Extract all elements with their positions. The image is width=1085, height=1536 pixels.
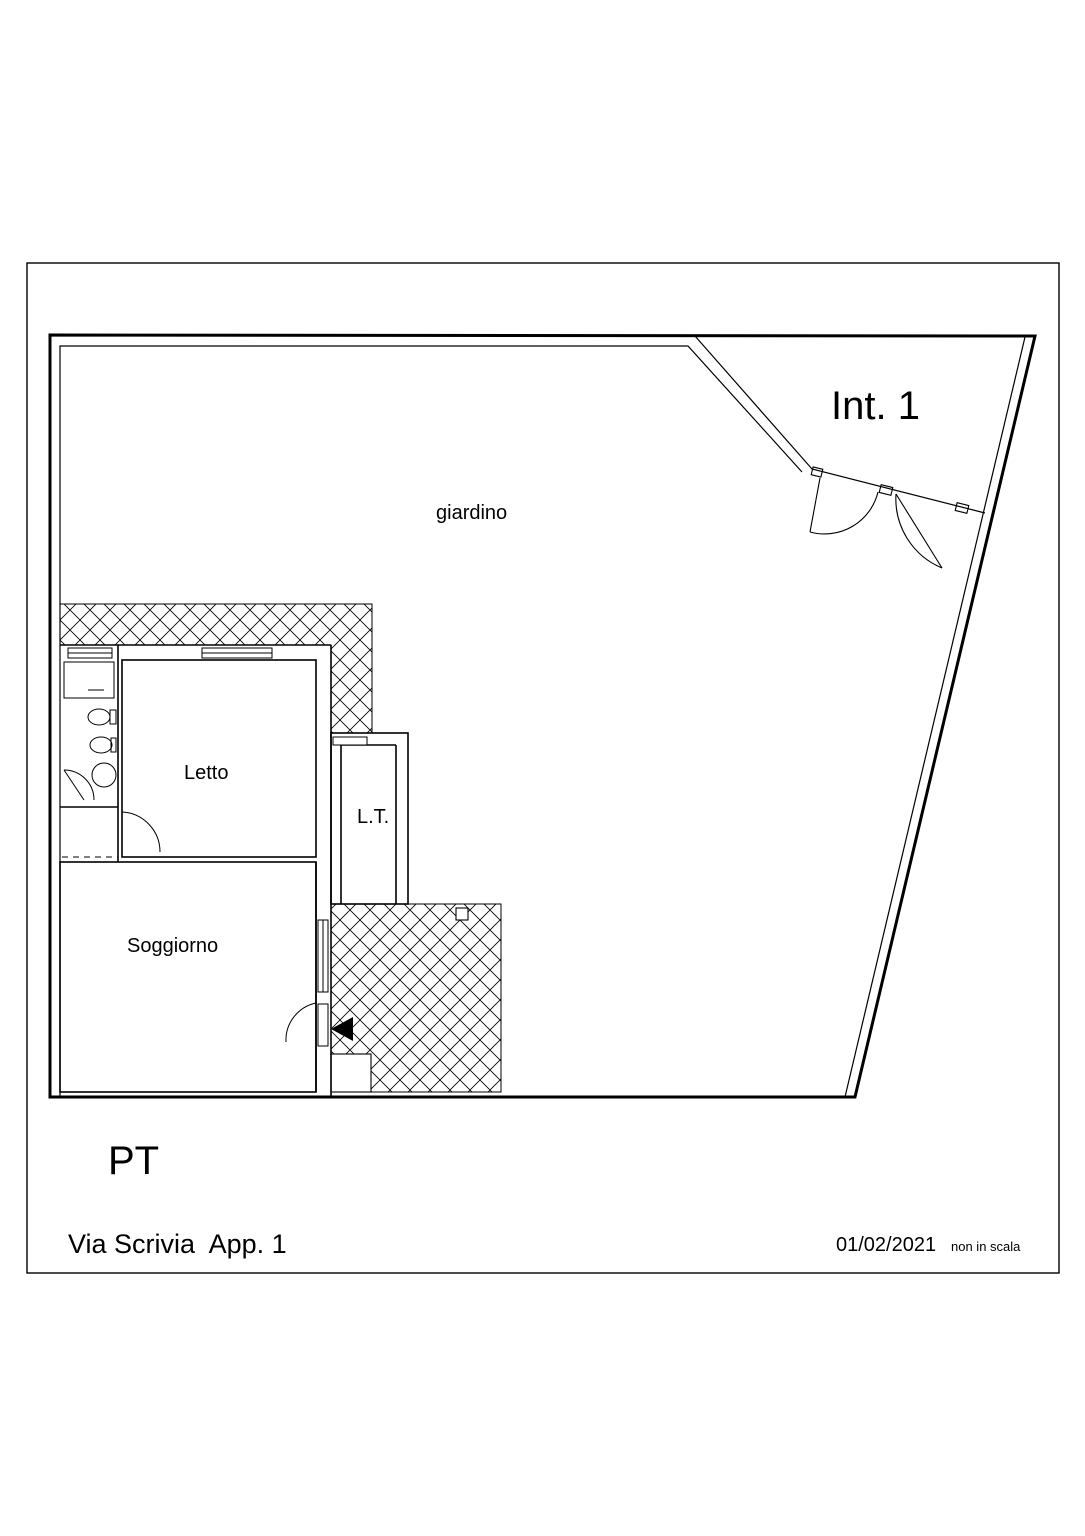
garden-label: giardino xyxy=(436,502,507,524)
living-door-swing xyxy=(285,1002,317,1043)
date-label: 01/02/2021 xyxy=(836,1234,936,1256)
bathroom-fixtures xyxy=(63,661,117,801)
windows xyxy=(67,647,368,993)
bedroom-door-swing xyxy=(121,811,161,853)
unit-label: Int. 1 xyxy=(831,384,920,428)
property-outline xyxy=(48,333,1037,1099)
bedroom-label: Letto xyxy=(184,762,228,784)
floor-label: PT xyxy=(108,1139,159,1183)
room-doors xyxy=(121,811,329,1047)
laundry-label: L.T. xyxy=(357,806,389,828)
entrance-arrow-icon xyxy=(331,1017,353,1041)
toilet xyxy=(87,708,111,726)
living-label: Soggiorno xyxy=(127,935,218,957)
interior-walls xyxy=(59,644,409,1097)
terrace-post xyxy=(455,907,469,921)
shower-tray xyxy=(63,661,115,699)
upper-terrace xyxy=(59,603,373,734)
sheet-border xyxy=(26,262,1060,1274)
washbasin xyxy=(91,762,117,788)
garden-doors xyxy=(809,466,970,569)
entry-step xyxy=(330,1053,372,1093)
scale-note: non in scala xyxy=(951,1239,1021,1254)
bidet xyxy=(89,736,113,754)
address-label: Via Scrivia App. 1 xyxy=(68,1229,287,1259)
